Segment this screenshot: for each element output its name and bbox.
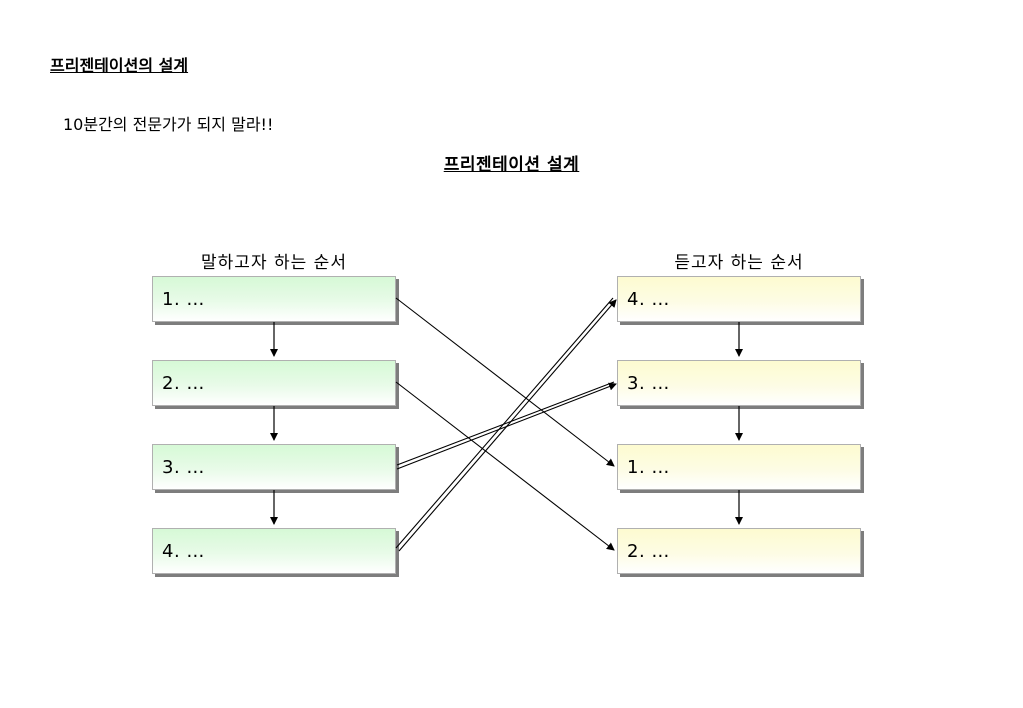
- listen-order-item-4: 4. …: [617, 276, 861, 322]
- mapping-arrow-2: [395, 381, 615, 551]
- mapping-arrow-1: [395, 297, 615, 467]
- speak-order-item-2: 2. …: [152, 360, 396, 406]
- right-column-header: 듣고자 하는 순서: [674, 253, 804, 273]
- mapping-arrow-3: [396, 381, 617, 470]
- listen-order-item-2: 2. …: [617, 528, 861, 574]
- document-title: 프리젠테이션의 설계: [50, 56, 189, 75]
- speak-order-item-3: 3. …: [152, 444, 396, 490]
- listen-order-item-3: 3. …: [617, 360, 861, 406]
- speak-order-item-1: 1. …: [152, 276, 396, 322]
- document-subtitle: 10분간의 전문가가 되지 말라!!: [63, 115, 274, 134]
- listen-order-item-1: 1. …: [617, 444, 861, 490]
- mapping-arrow-4: [395, 297, 617, 552]
- diagram-title: 프리젠테이션 설계: [443, 155, 580, 175]
- left-column-header: 말하고자 하는 순서: [201, 253, 347, 273]
- speak-order-item-4: 4. …: [152, 528, 396, 574]
